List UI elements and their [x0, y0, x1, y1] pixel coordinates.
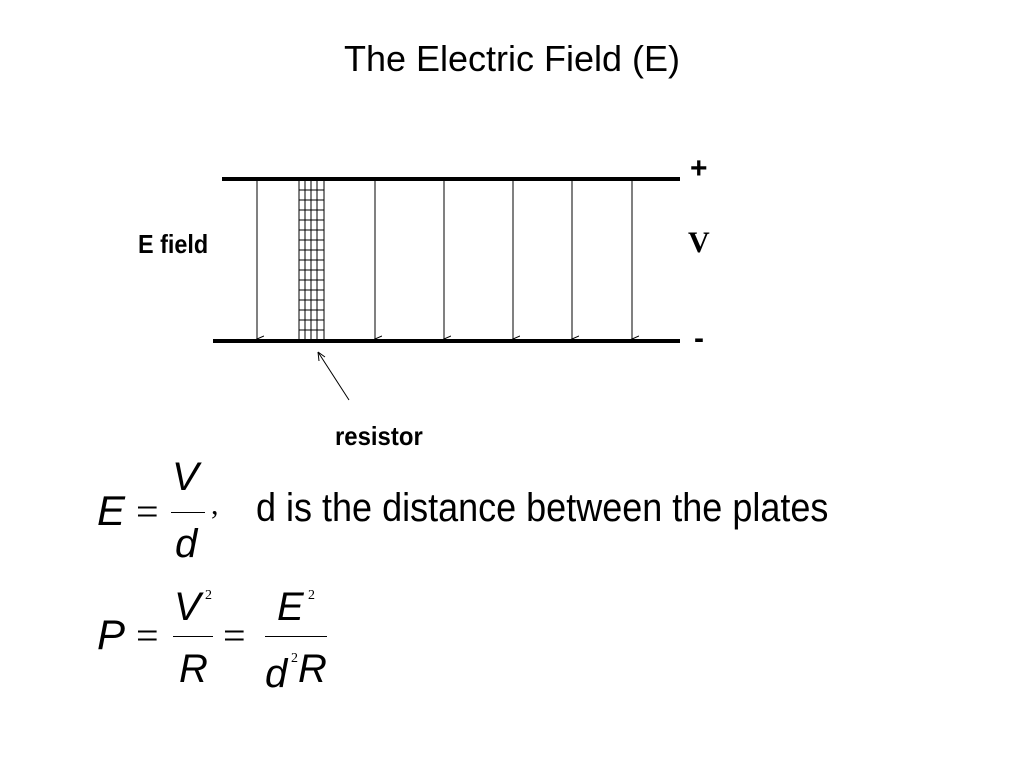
resistor-block: [298, 179, 325, 341]
eq1-numerator: V: [172, 455, 199, 499]
positive-sign: +: [690, 152, 708, 185]
eq2-fraction-bar-1: [173, 636, 213, 637]
eq2-equals-1: =: [136, 613, 159, 658]
eq2-fraction-bar-2: [265, 636, 327, 637]
eq1-description: d is the distance between the plates: [256, 486, 829, 530]
field-lines: [257, 181, 632, 339]
eq2-denominator-2-r: R: [298, 647, 327, 691]
eq2-numerator-2: E: [277, 585, 304, 629]
negative-sign: -: [694, 322, 704, 355]
eq2-numerator-2-exponent: 2: [308, 588, 315, 603]
eq1-lhs: E: [97, 487, 126, 534]
slide-title: The Electric Field (E): [343, 38, 681, 79]
eq2-numerator-1: V: [174, 585, 201, 629]
voltage-label: V: [688, 226, 710, 259]
eq1-fraction-bar: [171, 512, 205, 513]
eq2-denominator-1: R: [179, 647, 208, 691]
e-field-label: E field: [138, 229, 209, 259]
eq2-denominator-2-exponent: 2: [291, 651, 298, 666]
eq2-lhs: P: [97, 611, 126, 658]
eq1-denominator: d: [175, 522, 198, 566]
eq1-comma: ,: [211, 488, 219, 521]
resistor-pointer-arrow: [317, 351, 350, 401]
resistor-label: resistor: [335, 421, 423, 451]
eq2-equals-2: =: [223, 613, 246, 658]
eq1-equals: =: [136, 489, 159, 534]
eq2-numerator-1-exponent: 2: [205, 588, 212, 603]
eq2-denominator-2-d: d: [265, 652, 288, 696]
